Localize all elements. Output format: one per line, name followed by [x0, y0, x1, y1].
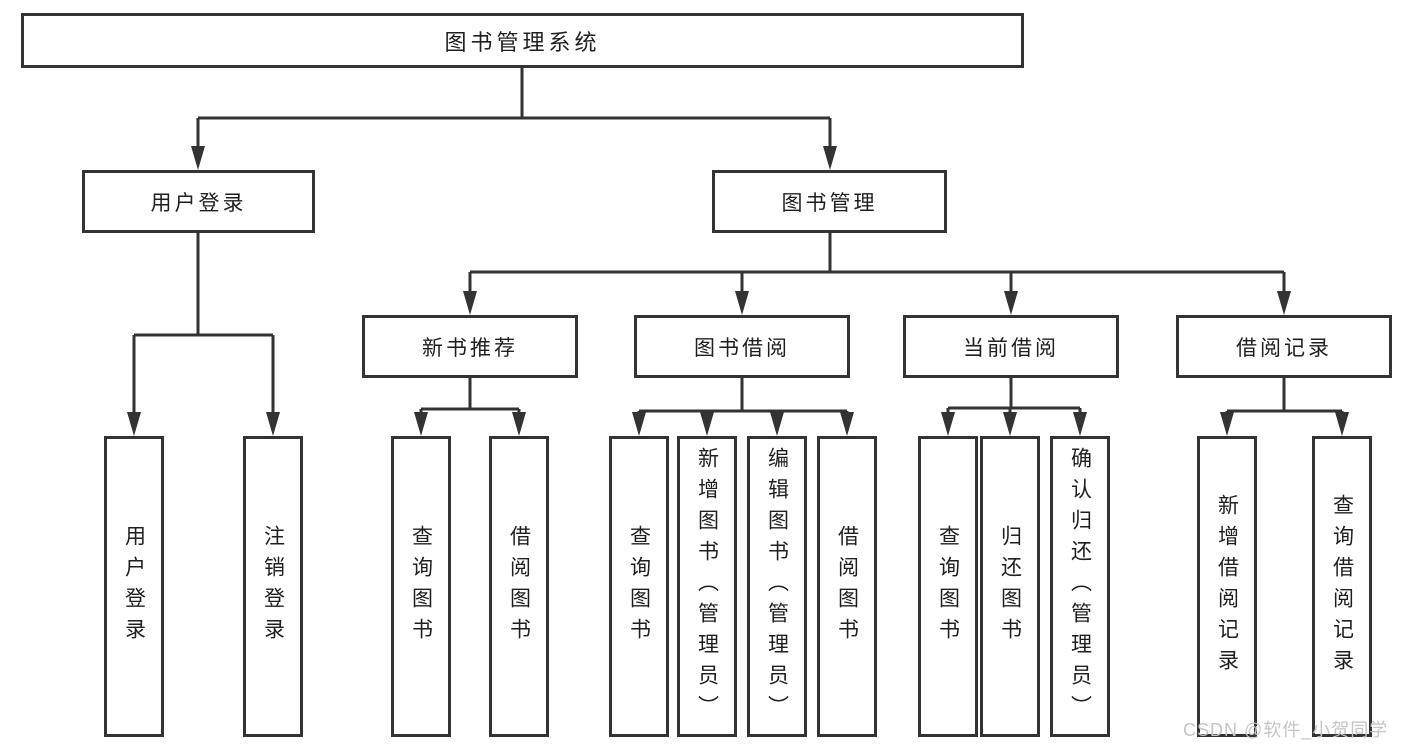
leaf-user-login: 用户登录 — [104, 436, 164, 737]
node-label: 注销登录 — [261, 524, 285, 649]
node-label: 查询图书 — [409, 524, 433, 649]
leaf-query-borrow-record: 查询借阅记录 — [1312, 436, 1372, 737]
connector-line — [637, 378, 849, 420]
node-label: 新书推荐 — [422, 336, 518, 360]
node-book-borrowing: 图书借阅 — [634, 315, 850, 378]
node-borrowing-records: 借阅记录 — [1176, 315, 1392, 378]
node-new-book-recommend: 新书推荐 — [362, 315, 578, 378]
arrow-down-icon — [1277, 291, 1291, 315]
node-label: 当前借阅 — [963, 336, 1059, 360]
node-label: 查询借阅记录 — [1330, 493, 1354, 680]
node-user-login: 用户登录 — [82, 170, 315, 233]
connector-line — [419, 378, 521, 420]
node-label: 借阅图书 — [835, 524, 859, 649]
leaf-logout: 注销登录 — [243, 436, 303, 737]
arrow-down-icon — [512, 412, 526, 436]
connector-line — [1225, 378, 1344, 420]
node-label: 查询图书 — [627, 524, 651, 649]
leaf-query-books-borrowing: 查询图书 — [609, 436, 669, 737]
connector-line — [132, 233, 275, 418]
leaf-query-books-recommend: 查询图书 — [391, 436, 451, 737]
arrow-down-icon — [632, 412, 646, 436]
node-book-management: 图书管理 — [712, 170, 947, 233]
arrow-down-icon — [735, 291, 749, 315]
arrow-down-icon — [191, 146, 205, 170]
leaf-confirm-return-admin: 确认归还（管理员） — [1050, 436, 1110, 737]
node-label: 图书借阅 — [694, 336, 790, 360]
node-label: 确认归还（管理员） — [1068, 447, 1092, 726]
leaf-add-borrow-record: 新增借阅记录 — [1197, 436, 1257, 737]
node-label: 用户登录 — [122, 524, 146, 649]
csdn-watermark: CSDN @软件_小贺同学 — [1183, 720, 1389, 740]
arrow-down-icon — [941, 412, 955, 436]
connector-line — [468, 233, 1286, 296]
node-label: 归还图书 — [998, 524, 1022, 649]
arrow-down-icon — [127, 412, 141, 436]
node-label: 图书管理 — [781, 191, 878, 215]
node-label: 借阅记录 — [1236, 336, 1332, 360]
node-root: 图书管理系统 — [21, 13, 1024, 68]
arrow-down-icon — [266, 412, 280, 436]
leaf-borrow-books-recommend: 借阅图书 — [489, 436, 549, 737]
leaf-edit-books-admin: 编辑图书（管理员） — [747, 436, 807, 737]
leaf-return-books: 归还图书 — [980, 436, 1040, 737]
connector-line — [196, 68, 832, 152]
arrow-down-icon — [700, 412, 714, 436]
arrow-down-icon — [1335, 412, 1349, 436]
node-label: 新增图书（管理员） — [695, 447, 719, 726]
node-label: 查询图书 — [936, 524, 960, 649]
node-label: 新增借阅记录 — [1215, 493, 1239, 680]
arrow-down-icon — [414, 412, 428, 436]
arrow-down-icon — [463, 291, 477, 315]
leaf-add-books-admin: 新增图书（管理员） — [677, 436, 737, 737]
leaf-query-books-current: 查询图书 — [918, 436, 978, 737]
arrow-down-icon — [1003, 412, 1017, 436]
arrow-down-icon — [823, 146, 837, 170]
arrow-down-icon — [1004, 291, 1018, 315]
arrow-down-icon — [840, 412, 854, 436]
leaf-borrow-books: 借阅图书 — [817, 436, 877, 737]
arrow-down-icon — [1220, 412, 1234, 436]
arrow-down-icon — [770, 412, 784, 436]
arrow-down-icon — [1073, 412, 1087, 436]
node-label: 借阅图书 — [507, 524, 531, 649]
node-label: 编辑图书（管理员） — [765, 447, 789, 726]
node-label: 图书管理系统 — [444, 29, 601, 55]
node-label: 用户登录 — [150, 191, 247, 215]
node-current-borrowing: 当前借阅 — [903, 315, 1119, 378]
